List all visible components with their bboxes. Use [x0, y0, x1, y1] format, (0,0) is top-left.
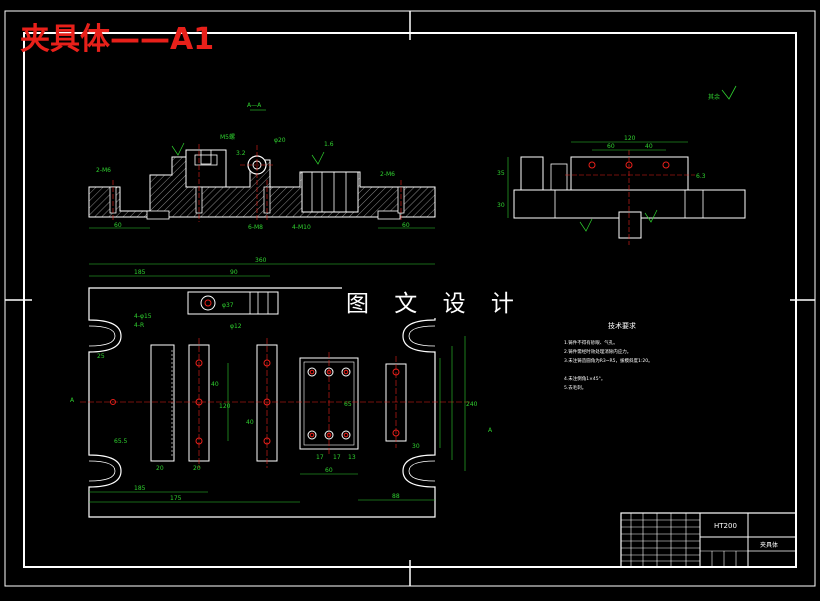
dim-plan-17a: 17	[316, 454, 324, 461]
dim-plan-40b: 40	[246, 419, 254, 426]
dim-side-63: 6.3	[696, 173, 706, 180]
roughness-icon	[311, 151, 325, 165]
dim-side-120: 120	[624, 135, 636, 142]
dim-side-30: 30	[497, 202, 505, 209]
dim-front-d20: φ20	[274, 137, 286, 144]
dim-plan-88: 88	[392, 493, 400, 500]
drawing-title: 夹具体——A1	[20, 22, 215, 57]
title-block-part-name: 夹具体	[760, 541, 778, 549]
dim-plan-40a: 40	[211, 381, 219, 388]
tech-req-item: 5.去毛刺。	[564, 384, 586, 391]
dim-side-40: 40	[645, 143, 653, 150]
dim-front-left-h: 2-M6	[96, 167, 111, 174]
side-lug	[520, 156, 544, 191]
dim-front-m5: M5螺	[220, 133, 235, 141]
dim-plan-13: 13	[348, 454, 356, 461]
dim-plan-4r: 4-R	[134, 322, 144, 329]
dim-plan-60: 60	[325, 467, 333, 474]
dim-front-16: 1.6	[324, 141, 334, 148]
technical-requirements: 技术要求 1.铸件不得有砂眼、气孔。 2.铸件需经时效处理消除内应力。 3.未注…	[564, 321, 653, 391]
dim-front-right-h: 2-M6	[380, 171, 395, 178]
plan-label-a2: A	[488, 427, 493, 434]
dim-plan-90: 90	[230, 269, 238, 276]
dim-plan-360: 360	[255, 257, 267, 264]
dim-plan-240: 240	[466, 401, 478, 408]
rail-block-1	[150, 344, 175, 462]
side-top-block	[570, 156, 689, 191]
tech-req-item: 2.铸件需经时效处理消除内应力。	[564, 348, 631, 355]
tech-req-item: 1.铸件不得有砂眼、气孔。	[564, 339, 618, 346]
dim-plan-185b: 185	[134, 485, 146, 492]
dim-plan-17b: 17	[333, 454, 341, 461]
roughness-icon	[644, 209, 658, 223]
front-bracket	[185, 149, 227, 188]
side-key	[618, 211, 642, 239]
dim-plan-phi12: φ12	[230, 323, 242, 330]
title-block: HT200 夹具体	[620, 512, 797, 568]
dim-plan-25: 25	[97, 353, 105, 360]
dim-plan-120: 120	[219, 403, 231, 410]
plan-label-a: A	[70, 397, 75, 404]
dim-plan-4phi15: 4-φ15	[134, 313, 152, 320]
dim-plan-20a: 20	[156, 465, 164, 472]
front-center-block	[301, 171, 359, 213]
dim-plan-phi37: φ37	[222, 302, 234, 309]
dim-front-right-w: 60	[402, 222, 410, 229]
dim-plan-65: 65	[344, 401, 352, 408]
roughness-note: 其余	[708, 93, 720, 101]
dim-front-32: 3.2	[236, 150, 246, 157]
watermark: 图 文 设 计	[342, 284, 527, 318]
side-view: 120 60 40 35 30 6.3	[497, 135, 746, 245]
section-label: A—A	[247, 102, 262, 109]
dim-front-6m8: 6-M8	[248, 224, 263, 231]
tech-req-title: 技术要求	[608, 321, 636, 330]
dim-plan-30: 30	[412, 443, 420, 450]
dim-plan-175: 175	[170, 495, 182, 502]
plan-outline	[88, 287, 436, 518]
dim-plan-185: 185	[134, 269, 146, 276]
section-view-a-a: A—A	[88, 102, 436, 231]
tech-req-item: 3.未注铸造圆角为R3~R5，拔模斜度1:20。	[564, 357, 653, 364]
roughness-icon	[721, 85, 737, 100]
dim-front-4m10: 4-M10	[292, 224, 311, 231]
title-block-material: HT200	[714, 522, 737, 530]
dim-side-60: 60	[607, 143, 615, 150]
dim-plan-655: 65.5	[114, 438, 128, 445]
dim-front-left-w: 60	[114, 222, 122, 229]
plan-view: 360 185 90 4-φ15 4-R 25 65.5 185 175 20 …	[70, 257, 493, 518]
tech-req-item: 4.未注倒角1×45°。	[564, 375, 605, 382]
roughness-icon	[579, 218, 593, 232]
dim-plan-20b: 20	[193, 465, 201, 472]
dim-side-35: 35	[497, 170, 505, 177]
roughness-icon	[171, 142, 185, 156]
